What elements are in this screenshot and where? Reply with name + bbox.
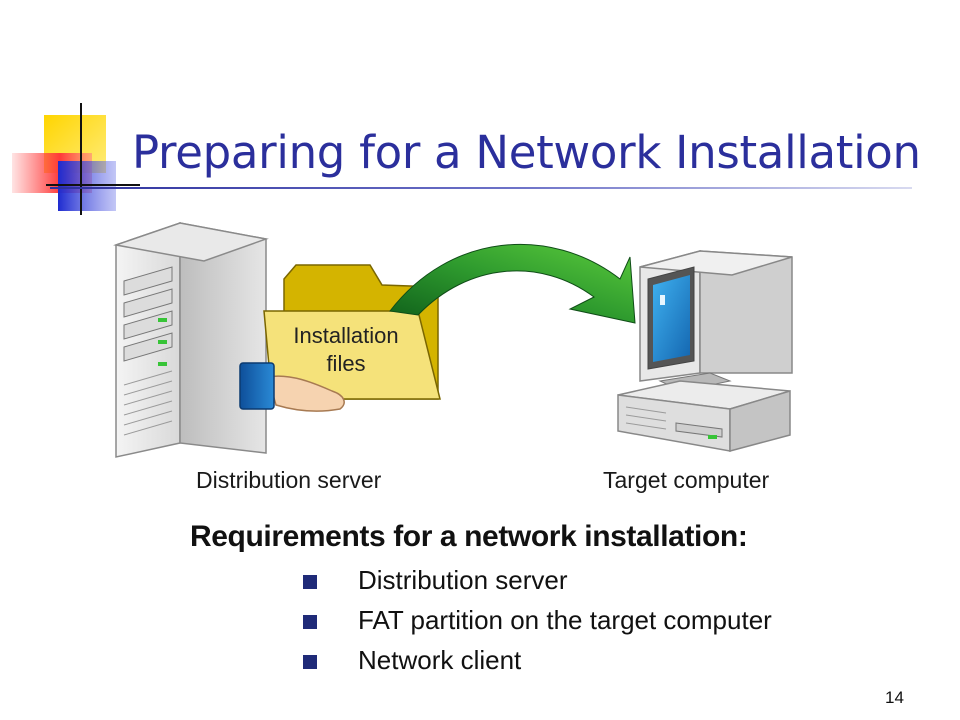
server-vents [123,370,173,436]
server-tower-icon [113,221,269,458]
server-drive-bays [123,266,173,366]
requirement-text: FAT partition on the target computer [358,605,772,635]
square-bullet-icon [303,655,317,669]
slide-title: Preparing for a Network Installation [132,126,921,179]
network-installation-diagram: Installation files [113,221,793,458]
transfer-arrow-icon [389,243,636,324]
monitor-icon [639,250,793,382]
target-caption: Target computer [603,467,770,493]
requirement-text: Network client [358,645,522,675]
requirement-text: Distribution server [358,565,568,595]
folder-label-line1: Installation [293,323,398,348]
title-underline [50,187,912,189]
folder-label-line2: files [326,351,365,376]
folder-icon [263,264,441,400]
square-bullet-icon [303,615,317,629]
title-ornament [12,103,140,215]
square-bullet-icon [303,575,317,589]
page-number: 14 [885,688,904,707]
hand-icon [239,362,345,412]
requirements-heading: Requirements for a network installation: [190,520,748,553]
target-computer-icon [617,250,793,452]
desktop-case-icon [617,380,791,452]
server-caption: Distribution server [196,467,382,493]
